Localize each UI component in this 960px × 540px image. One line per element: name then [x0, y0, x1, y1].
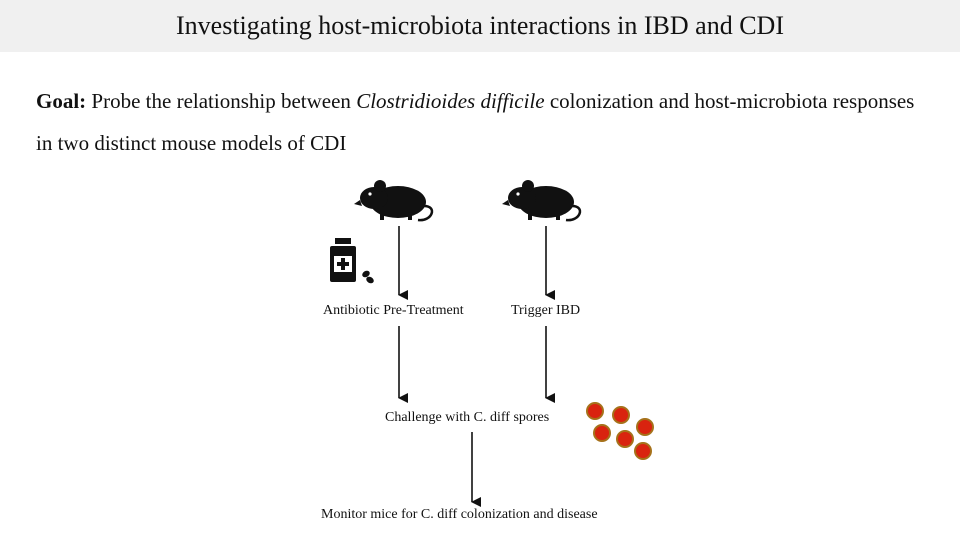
spores-icon: [586, 402, 654, 460]
mouse-left-icon: [354, 180, 434, 222]
slide-title: Investigating host-microbiota interactio…: [176, 11, 784, 40]
organism-name: Clostridioides difficile: [356, 89, 545, 113]
step-monitor-mice: Monitor mice for C. diff colonization an…: [321, 507, 598, 522]
step-antibiotic-pretreatment: Antibiotic Pre-Treatment: [323, 303, 464, 318]
mouse-right-icon: [502, 180, 582, 222]
goal-label: Goal:: [36, 89, 87, 113]
title-bar: Investigating host-microbiota interactio…: [0, 0, 960, 52]
step-challenge-spores: Challenge with C. diff spores: [385, 410, 550, 425]
goal-text-after: colonization and host-microbiota respons…: [36, 89, 915, 155]
medicine-bottle-icon: [330, 238, 374, 284]
goal-text-before: Probe the relationship between: [86, 89, 357, 113]
step-trigger-ibd: Trigger IBD: [511, 303, 581, 318]
goal-statement: Goal: Probe the relationship between Clo…: [36, 80, 916, 164]
